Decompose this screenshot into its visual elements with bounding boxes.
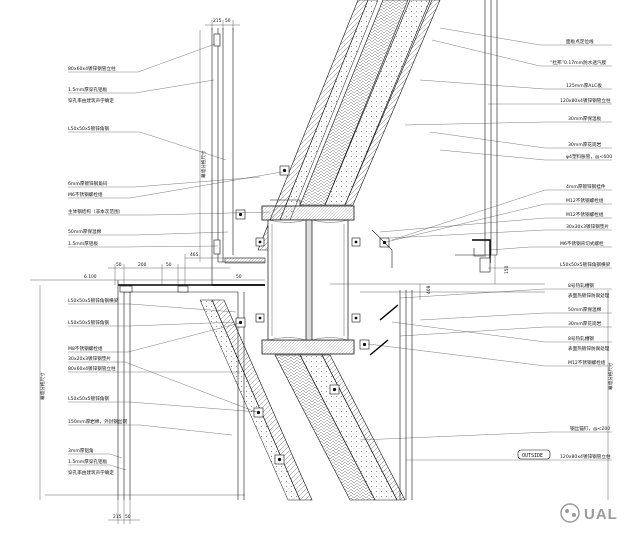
- outside-tag: OUTSIDE: [517, 449, 551, 460]
- dim-mid-6: 50: [236, 274, 242, 280]
- dim-mid-4: 465: [190, 252, 199, 258]
- right-wall: [330, 0, 545, 500]
- label-right-4: 120x80x4镀锌钢管立柱: [560, 97, 611, 104]
- dim-mid-5: 6.100: [84, 274, 97, 280]
- left-upper-labels: 80x60x4镀锌钢管立柱 1.5mm厚穿孔铝板 穿孔率由建筑声学确定 L50x…: [68, 43, 283, 248]
- label-left-upper-5: 6mm厚镀锌钢角码: [68, 180, 108, 187]
- mid-dimension: 50 200 50 465 6.100 50: [30, 252, 265, 285]
- label-right-1: 面板点定位线: [566, 38, 594, 45]
- label-left-lower-1: L50x50x5镀锌角钢横梁: [68, 297, 119, 304]
- label-right-19: 表面热镀锌防腐处理: [568, 345, 610, 352]
- label-left-lower-5: 80x60x4镀锌钢管立柱: [68, 365, 116, 372]
- vertical-label-right: 幕墙分格尺寸: [607, 362, 614, 390]
- upper-inner-wall: [211, 28, 266, 286]
- label-left-upper-9: 1.5mm厚铝板: [68, 240, 98, 247]
- right-dimensions: 150 408: [426, 265, 510, 294]
- lower-inner-wall: [45, 280, 265, 500]
- label-left-upper-7: 主体钢结构（非本次范围）: [68, 208, 123, 215]
- label-left-lower-7: 150mm厚岩棉，外封钢丝网: [68, 418, 127, 425]
- dim-mid-3: 50: [166, 262, 172, 268]
- dim-right-1: 150: [504, 265, 510, 274]
- diagonal-upper-layers: [257, 0, 441, 251]
- label-right-7: φ4塑料胀管，@<600: [566, 153, 612, 160]
- watermark: UAL: [560, 503, 618, 523]
- dim-bottom-1: 215: [113, 514, 122, 520]
- dim-top-2: 50: [225, 18, 231, 24]
- dim-mid-2: 200: [138, 262, 147, 268]
- label-right-10: M12不锈钢螺栓组: [566, 211, 604, 218]
- label-right-21: 钢丝锚钉，@<200: [570, 425, 610, 432]
- label-left-lower-8: 3mm厚铝角: [68, 447, 94, 454]
- diagonal-lower-layers: [199, 299, 406, 501]
- label-right-22: 120x80x4镀锌钢管立柱: [560, 453, 611, 460]
- label-left-upper-3: 穿孔率由建筑声学确定: [68, 97, 114, 104]
- label-left-lower-2: L50x50x5镀锌角钢: [68, 319, 109, 326]
- vertical-label-lower: 幕墙分格尺寸: [39, 372, 46, 400]
- label-right-14: 8号热轧槽钢: [568, 282, 594, 289]
- label-left-upper-2: 1.5mm厚穿孔铝板: [68, 86, 108, 93]
- label-right-15: 表面热镀锌防腐处理: [568, 292, 610, 299]
- label-left-lower-9: 1.5mm厚穿孔铝板: [68, 458, 108, 465]
- label-right-5: 30mm厚保温板: [568, 115, 602, 122]
- dim-right-2: 408: [426, 285, 432, 294]
- label-left-upper-4: L50x50x5镀锌角钢: [68, 125, 109, 132]
- right-labels: 面板点定位线 “杜邦”0.17mm防水透汽膜 125mm厚ALC板 120x80…: [359, 27, 612, 461]
- vertical-labels: 幕墙分格尺寸 幕墙分格尺寸 幕墙分格尺寸: [39, 30, 614, 500]
- label-left-upper-6: M6不锈钢螺栓组: [68, 191, 103, 198]
- top-dimension: 215 50: [205, 18, 240, 30]
- label-left-lower-3: M8不锈钢螺栓组: [68, 345, 103, 352]
- label-right-20: M12不锈钢螺栓组: [568, 359, 606, 366]
- label-right-12: M6不锈钢背切式螺栓: [560, 240, 604, 247]
- label-right-11: 30x30x3镀锌钢垫片: [566, 223, 609, 230]
- dim-top-1: 215: [213, 18, 222, 24]
- label-right-13: L50x50x5镀锌角钢横梁: [560, 261, 611, 268]
- label-right-18: 8号热轧槽钢: [568, 335, 594, 342]
- label-right-17: 30mm厚花岗岩: [568, 320, 602, 327]
- left-lower-labels: L50x50x5镀锌角钢横梁 L50x50x5镀锌角钢 M8不锈钢螺栓组 30x…: [68, 297, 259, 476]
- bolt-details: [235, 165, 399, 465]
- label-left-lower-6: L50x50x5镀锌角钢: [68, 395, 109, 402]
- vertical-label-upper: 幕墙分格尺寸: [200, 150, 207, 178]
- label-left-lower-10: 穿孔率由建筑声学确定: [68, 469, 114, 476]
- watermark-text: UAL: [584, 506, 618, 523]
- label-left-upper-8: 50mm厚保温棉: [68, 228, 102, 235]
- label-right-6: 30mm厚花岗岩: [568, 141, 602, 148]
- label-right-3: 125mm厚ALC板: [566, 82, 602, 89]
- label-right-16: 50mm厚保温棉: [568, 306, 602, 313]
- outside-tag-text: OUTSIDE: [522, 453, 543, 459]
- label-left-lower-4: 30x20x3镀锌钢垫片: [68, 355, 111, 362]
- steel-beam: [261, 205, 355, 355]
- label-left-upper-1: 80x60x4镀锌钢管立柱: [68, 65, 116, 72]
- label-right-8: 4mm厚镀锌钢挂件: [566, 183, 606, 190]
- dim-mid-1: 50: [116, 262, 122, 268]
- bottom-dimension: 215 50: [108, 500, 140, 524]
- dim-bottom-2: 50: [125, 514, 131, 520]
- label-right-9: M12不锈钢螺栓组: [566, 197, 604, 204]
- label-right-2: “杜邦”0.17mm防水透汽膜: [550, 59, 607, 66]
